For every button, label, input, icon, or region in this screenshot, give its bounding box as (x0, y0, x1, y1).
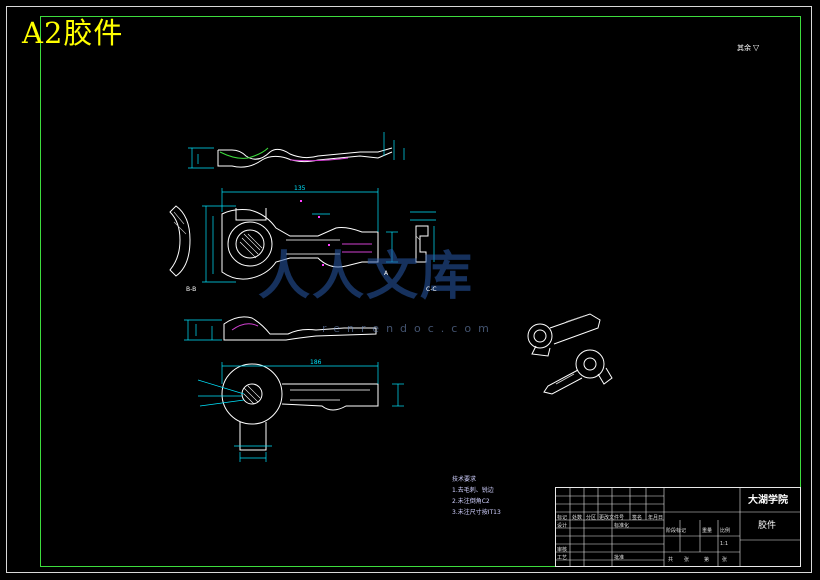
tb-label: 张 (722, 557, 728, 563)
top-elevation-view (217, 147, 393, 168)
tb-label: 共 (668, 557, 674, 563)
part-name: 胶件 (758, 521, 777, 531)
tb-label: 阶段标记 (666, 528, 687, 534)
isometric-view-2 (543, 349, 613, 395)
bottom-plan-view (221, 363, 379, 451)
isometric-view-1 (527, 313, 601, 357)
tb-label: 第 (704, 557, 710, 563)
bottom-plan-hatch (243, 385, 261, 405)
sheet-title-tag: A2胶件 (22, 16, 124, 50)
tb-label: 重量 (702, 528, 713, 534)
roughness-label: 其余 (737, 44, 751, 52)
tb-label: 更改文件号 (599, 515, 625, 521)
school-name: 大湖学院 (748, 495, 788, 506)
section-bb-label: B-B (186, 286, 197, 293)
notes-line: 3.未注尺寸按IT13 (452, 509, 501, 516)
lower-elevation-dims (184, 319, 222, 341)
dimension-186: 186 (310, 359, 322, 366)
tb-label: 签名 (632, 515, 643, 521)
notes-line: 2.未注倒角C2 (452, 498, 490, 505)
roughness-note: 其余▽ (737, 43, 759, 53)
section-cc-label: C-C (426, 286, 437, 293)
drawing-border (40, 16, 801, 567)
tb-label: 比例 (720, 528, 731, 534)
dimension-135: 135 (294, 185, 306, 192)
section-cc-view (415, 225, 429, 263)
tb-label: 审核 (557, 547, 568, 553)
notes-title: 技术要求 (452, 476, 477, 483)
tb-label: 年月日 (648, 515, 664, 521)
tb-label: 设计 (557, 523, 568, 529)
drawing-frame (6, 6, 812, 573)
section-a-label: A (384, 270, 389, 277)
tb-label: 工艺 (557, 555, 568, 561)
tb-label: 张 (684, 557, 690, 563)
bottom-plan-dims (197, 362, 404, 462)
plan-view (221, 208, 379, 280)
technical-notes: 技术要求 1.去毛刺、锐边 2.未注倒角C2 3.未注尺寸按IT13 (452, 474, 501, 518)
plan-view-dims (202, 188, 398, 283)
top-elevation-dims (188, 132, 405, 169)
tb-label: 标准化 (614, 523, 630, 529)
tb-label: 标记 (557, 515, 568, 521)
scale-value: 1:1 (720, 541, 729, 547)
plan-view-center-hatch (239, 233, 263, 259)
notes-line: 1.去毛刺、锐边 (452, 487, 494, 494)
roughness-icon: ▽ (753, 43, 760, 52)
tb-label: 分区 (586, 515, 597, 521)
title-block (555, 487, 801, 567)
tb-label: 批准 (614, 555, 625, 561)
section-bb-view (169, 205, 191, 277)
title-block-grid (555, 487, 801, 567)
lower-elevation-view (223, 316, 377, 341)
plan-view-markers (300, 200, 330, 266)
tb-label: 处数 (572, 515, 583, 521)
section-cc-dims (410, 211, 436, 262)
